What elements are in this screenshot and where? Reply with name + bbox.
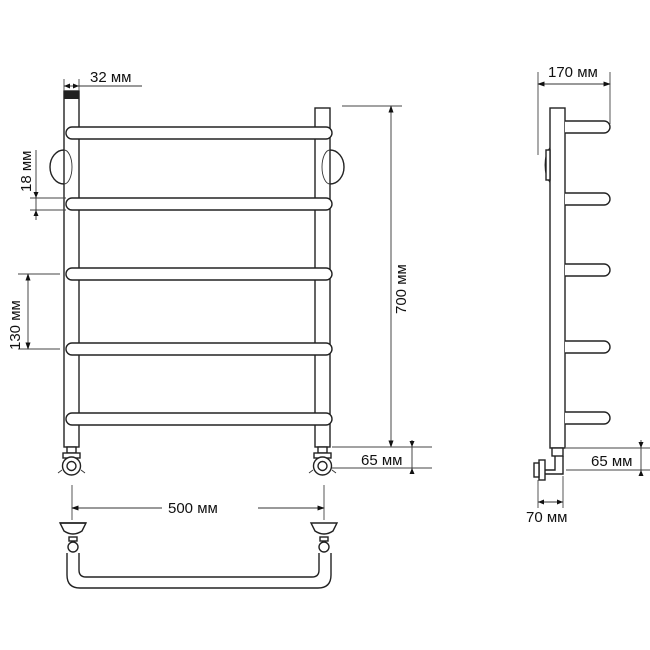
top-view bbox=[58, 522, 339, 589]
left-valve bbox=[57, 446, 86, 476]
dim-label-130: 130 мм bbox=[7, 300, 24, 350]
dim-label-500: 500 мм bbox=[168, 500, 218, 517]
rung-4 bbox=[65, 342, 333, 356]
rung-2 bbox=[65, 197, 333, 211]
dim-label-70: 70 мм bbox=[526, 509, 567, 526]
dim-label-65-side: 65 мм bbox=[591, 453, 632, 470]
dimension-height: 700 мм bbox=[342, 105, 410, 448]
right-valve bbox=[308, 446, 337, 476]
dim-label-65-front: 65 мм bbox=[361, 452, 402, 469]
dimension-tube-diameter: 32 мм bbox=[63, 69, 142, 91]
rungs bbox=[65, 126, 333, 426]
dim-label-700: 700 мм bbox=[393, 264, 410, 314]
dimension-wall-offset: 70 мм bbox=[526, 476, 567, 526]
dimension-center-width: 500 мм bbox=[71, 485, 325, 520]
rung-5 bbox=[65, 412, 333, 426]
rung-1 bbox=[65, 126, 333, 140]
dim-label-32: 32 мм bbox=[90, 69, 131, 86]
front-view bbox=[49, 90, 345, 476]
dim-label-170: 170 мм bbox=[548, 64, 598, 81]
dimension-bottom-side: 65 мм bbox=[566, 440, 650, 476]
dimension-depth: 170 мм bbox=[537, 64, 611, 155]
side-view bbox=[533, 107, 611, 481]
rung-3 bbox=[65, 267, 333, 281]
dimension-bottom-front: 65 мм bbox=[332, 440, 432, 474]
dim-label-18: 18 мм bbox=[18, 151, 35, 192]
left-wall-mount bbox=[49, 149, 65, 185]
right-wall-mount bbox=[329, 149, 345, 185]
dimension-rung-spacing: 130 мм bbox=[7, 273, 60, 350]
dimension-tube-gap: 18 мм bbox=[18, 150, 66, 220]
